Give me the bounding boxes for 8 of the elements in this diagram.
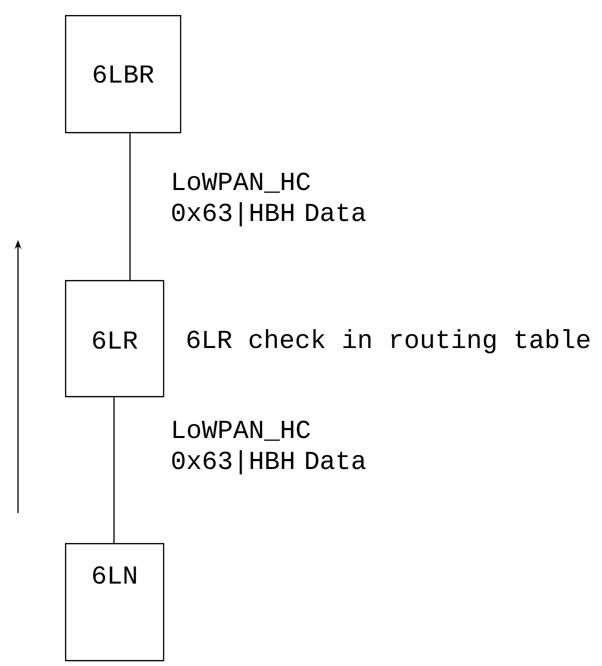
node-box: 6LBR — [65, 15, 182, 134]
node-box: 6LR — [65, 280, 164, 398]
node-box: 6LN — [65, 543, 164, 662]
connector-line — [129, 133, 131, 280]
connector-line — [113, 397, 115, 543]
node-note: 6LR check in routing table — [188, 329, 590, 354]
edge-label: LoWPAN_HC 0x63|HBH Data — [172, 420, 366, 474]
edge-label: LoWPAN_HC 0x63|HBH Data — [172, 172, 366, 226]
